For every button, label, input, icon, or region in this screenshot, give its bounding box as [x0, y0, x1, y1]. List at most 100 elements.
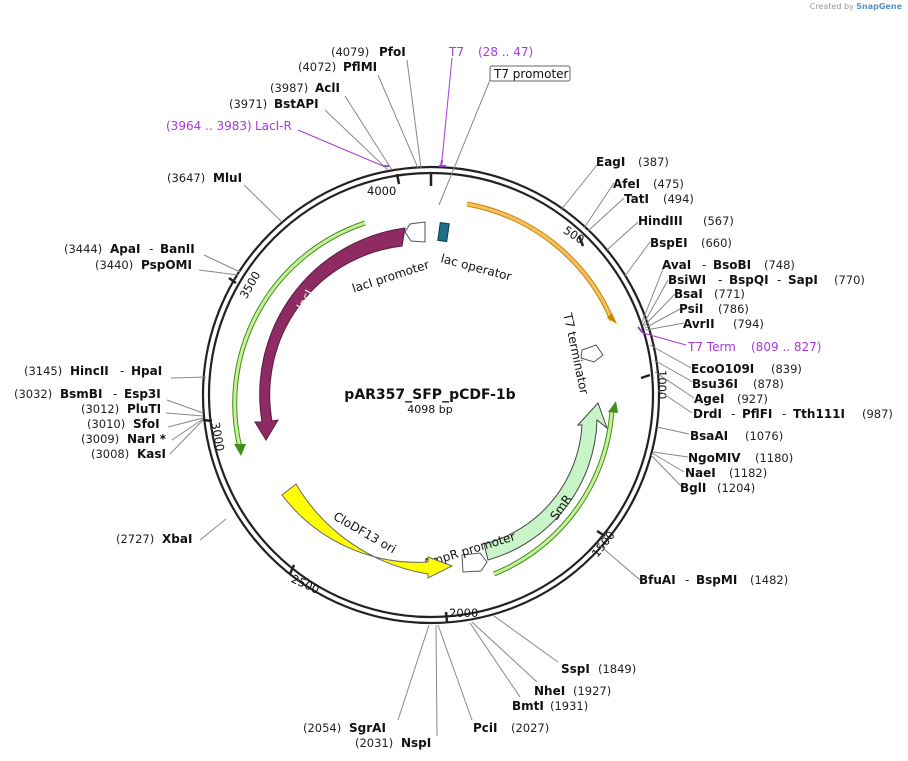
site-eagi-pos: (387): [638, 155, 669, 169]
leader-hindiii: [606, 221, 639, 251]
site-kasi-pos: (3008): [91, 447, 129, 461]
site-bsiwi-name: BsiWI: [668, 273, 706, 287]
site-drdi-name: DrdI: [693, 407, 722, 421]
site-bsaai-pos: (1076): [745, 429, 783, 443]
site-bfuai-pos: (1482): [750, 573, 788, 587]
site-avai-name: AvaI: [662, 258, 691, 272]
site-drdi-pos: (987): [862, 407, 893, 421]
site-bspei-name: BspEI: [650, 236, 688, 250]
site-pcii-pos: (2027): [511, 721, 549, 735]
site-hindiii-name: HindIII: [638, 214, 683, 228]
site-hindiii-pos: (567): [703, 214, 734, 228]
site-bsiwi-sep2: -: [777, 273, 781, 287]
leader-bsai: [643, 293, 676, 327]
site-bfuai-name: BfuAI: [639, 573, 676, 587]
tick-3000: [202, 418, 213, 423]
site-pspomi-pos: (3440): [95, 258, 133, 272]
site-bsmbi-sep: -: [113, 387, 117, 401]
site-eagi-name: EagI: [596, 155, 625, 169]
t7-terminator-arrowhead: [607, 313, 617, 324]
leader-ngomiv: [652, 451, 689, 458]
leader-bstapi: [324, 109, 389, 171]
site-eco0109i-name: EcoO109I: [691, 362, 754, 376]
leader-sspi: [493, 615, 559, 663]
site-ngomiv-pos: (1180): [755, 451, 793, 465]
site-sfoi-name: SfoI: [133, 417, 160, 431]
site-sspi-pos: (1849): [598, 662, 636, 676]
site-bspei-pos: (660): [701, 236, 732, 250]
site-afei-name: AfeI: [613, 177, 640, 191]
leader-pfoi: [406, 59, 422, 169]
t7-promoter-leader: [438, 79, 491, 206]
leader-eco0109i: [649, 344, 692, 369]
green-arc-left-arrowhead: [234, 444, 246, 456]
site-leaders: [165, 59, 695, 737]
site-apai-name2: BanII: [160, 242, 195, 256]
site-drdi-name3: Tth111I: [793, 407, 845, 421]
site-psii-pos: (786): [718, 302, 749, 316]
laci-r-primer-leader: [297, 129, 384, 167]
site-hincii-pos: (3145): [24, 364, 62, 378]
site-bsiwi-name2: BspQI: [729, 273, 769, 287]
snapgene-brand: SnapGene: [856, 2, 902, 11]
site-sfoi-pos: (3010): [87, 417, 125, 431]
site-sgrai-pos: (2054): [303, 721, 341, 735]
site-drdi-sep: -: [731, 407, 735, 421]
site-hincii-name: HincII: [70, 364, 109, 378]
site-hincii-name2: HpaI: [131, 364, 162, 378]
tick-1500: [596, 529, 606, 538]
site-avai-name2: BsoBI: [713, 258, 751, 272]
leader-afei: [583, 182, 615, 229]
site-pfoi-name: PfoI: [379, 45, 406, 59]
tick-500: [577, 235, 585, 247]
t7-primer-leader: [441, 57, 453, 161]
t7-terminator-arc: [466, 202, 614, 321]
t7-primer-name: T7: [448, 45, 464, 59]
green-arc-right-arrowhead: [608, 401, 618, 413]
tick-label-3000: 3000: [208, 421, 227, 452]
backbone-outer: [201, 165, 661, 625]
site-agei-name: AgeI: [694, 392, 724, 406]
t7-terminator-arrow: [580, 344, 604, 363]
site-bfuai-name2: BspMI: [696, 573, 737, 587]
site-drdi-sep2: -: [782, 407, 786, 421]
plasmid-title: pAR357_SFP_pCDF-1b: [344, 387, 515, 403]
site-eco0109i-pos: (839): [771, 362, 802, 376]
leader-sgrai: [397, 624, 430, 721]
laci-r-primer-range: (3964 .. 3983): [166, 119, 252, 133]
lac-operator-box: [437, 221, 450, 243]
site-bmti-pos: (1931): [550, 699, 588, 713]
tick-3500: [228, 276, 237, 285]
leader-pflmi: [377, 74, 419, 169]
site-bsu36i-pos: (878): [753, 377, 784, 391]
site-acli-pos: (3987): [270, 81, 308, 95]
site-bsu36i-name: Bsu36I: [692, 377, 738, 391]
leader-bsmbi: [166, 399, 204, 414]
site-nhei-name: NheI: [534, 684, 565, 698]
site-bsmbi-name: BsmBI: [60, 387, 102, 401]
site-bgli-name: BglI: [680, 481, 706, 495]
tick-4000: [395, 173, 401, 185]
leader-eagi: [560, 164, 598, 211]
site-pfoi-pos: (4079): [331, 45, 369, 59]
site-avrii-pos: (794): [733, 317, 764, 331]
site-bsai-pos: (771): [714, 287, 745, 301]
site-bmti-name: BmtI: [512, 699, 544, 713]
leader-bfuai: [597, 543, 641, 581]
leader-avrii: [645, 322, 685, 331]
tick-label-2000: 2000: [449, 606, 478, 620]
site-pflmi-pos: (4072): [298, 60, 336, 74]
leader-drdi: [657, 389, 693, 414]
site-hincii-sep: -: [120, 364, 124, 378]
laci-arrow: [254, 227, 406, 441]
site-pspomi-name: PspOMI: [141, 258, 192, 272]
leader-pspomi: [198, 269, 239, 276]
leader-kasi: [169, 419, 204, 455]
site-sspi-name: SspI: [561, 662, 590, 676]
leader-pcii: [437, 624, 473, 721]
site-bsaai-name: BsaAI: [690, 429, 728, 443]
leader-bgli: [650, 454, 683, 488]
leader-mlui: [243, 184, 283, 223]
site-avai-pos: (748): [764, 258, 795, 272]
tick-label-3500: 3500: [237, 269, 264, 301]
